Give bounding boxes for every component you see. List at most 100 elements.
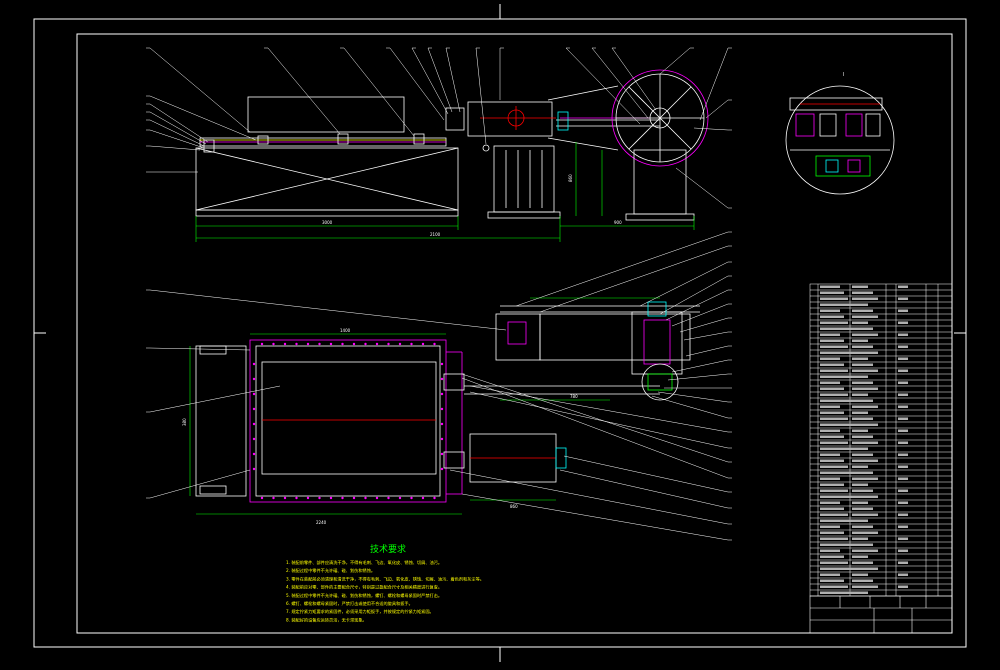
- bom-cell-fill: [898, 381, 908, 384]
- top-dim-1: 1400: [340, 328, 351, 333]
- leader-line: [389, 47, 445, 121]
- bom-cell-fill: [898, 309, 908, 312]
- bolt-mark: [283, 496, 287, 500]
- top-dim-2: 2240: [316, 520, 327, 525]
- top-dim-4: 860: [510, 504, 518, 509]
- tech-note-line: 2. 装配过程中零件不允许磕、碰、划伤和锈蚀。: [286, 567, 375, 574]
- bom-cell-fill: [820, 393, 848, 396]
- bolt-mark: [318, 342, 321, 346]
- front-dim-4: 860: [568, 174, 573, 182]
- leader-line: [657, 391, 729, 403]
- bom-cell-fill: [852, 525, 873, 528]
- bom-cell-fill: [820, 309, 840, 312]
- leader-line: [149, 129, 205, 149]
- bom-cell-fill: [852, 591, 868, 594]
- leader-line: [267, 47, 341, 135]
- bom-cell-fill: [852, 531, 878, 534]
- bom-cell-fill: [852, 411, 868, 414]
- bom-cell-fill: [898, 345, 908, 348]
- front-view: [195, 69, 709, 221]
- bom-cell-fill: [852, 501, 868, 504]
- bom-cell-fill: [820, 459, 844, 462]
- bolt-mark: [440, 362, 444, 366]
- bolt-mark: [352, 496, 356, 500]
- bom-cell-fill: [852, 381, 873, 384]
- bom-cell-fill: [898, 549, 908, 552]
- bom-cell-fill: [898, 429, 908, 432]
- bom-cell-fill: [820, 495, 852, 498]
- bolt-mark: [440, 422, 444, 426]
- bolt-mark: [252, 467, 256, 471]
- bom-cell-fill: [852, 375, 868, 378]
- bom-cell-fill: [852, 441, 878, 444]
- bom-cell-fill: [820, 339, 844, 342]
- leader-line: [411, 47, 449, 115]
- leader-line: [149, 469, 251, 499]
- leader-line: [671, 303, 729, 327]
- bolt-mark: [252, 392, 256, 396]
- bolt-mark: [306, 496, 310, 500]
- bom-cell-fill: [852, 543, 873, 546]
- leader-line: [149, 289, 507, 331]
- bom-cell-fill: [852, 537, 868, 540]
- tech-note-line: 8. 装配好的设备应运转灵活，无卡滞现象。: [286, 616, 367, 623]
- bom-cell-fill: [820, 555, 844, 558]
- bolt-mark: [410, 496, 413, 500]
- tech-note-line: 3. 零件在装配前必须清理和清洗干净，不得有毛刺、飞边、氧化皮、锈蚀、切屑、油污…: [286, 575, 484, 582]
- bom-cell-fill: [898, 333, 908, 336]
- bom-cell-fill: [820, 333, 840, 336]
- leader-line: [693, 127, 729, 131]
- bom-cell-fill: [852, 309, 873, 312]
- bom-cell-fill: [820, 585, 848, 588]
- leader-line: [539, 245, 729, 313]
- bolt-mark: [440, 392, 444, 396]
- bom-cell-fill: [898, 285, 908, 288]
- bolt-mark: [329, 342, 333, 346]
- bom-cell-fill: [820, 351, 852, 354]
- bom-cell-fill: [852, 315, 878, 318]
- leader-line: [679, 317, 729, 333]
- bom-cell-fill: [852, 555, 868, 558]
- tech-note-line: 1. 装配前零件、部件应清洗干净，不得有毛刺、飞边、氧化皮、锈蚀、切屑、油污。: [286, 559, 442, 566]
- bom-cell-fill: [852, 345, 873, 348]
- bom-cell-fill: [898, 525, 908, 528]
- bom-cell-fill: [820, 579, 844, 582]
- bom-cell-fill: [820, 399, 852, 402]
- leader-line: [449, 469, 729, 525]
- bom-cell-fill: [852, 465, 868, 468]
- top-view: [195, 339, 660, 503]
- bom-cell-fill: [898, 321, 908, 324]
- bill-of-materials: [809, 283, 953, 597]
- bom-cell-fill: [820, 483, 844, 486]
- bolt-mark: [433, 496, 436, 500]
- bom-cell-fill: [852, 471, 873, 474]
- bolt-mark: [440, 452, 444, 456]
- leader-line: [591, 47, 649, 119]
- bom-cell-fill: [898, 453, 908, 456]
- leader-line: [475, 47, 487, 145]
- front-dimensions: [195, 142, 695, 242]
- bolt-mark: [252, 377, 256, 381]
- bom-cell-fill: [852, 405, 878, 408]
- leader-line: [149, 119, 205, 147]
- bom-cell-fill: [852, 285, 868, 288]
- bom-cell-fill: [852, 495, 878, 498]
- bom-cell-fill: [820, 405, 840, 408]
- bom-cell-fill: [820, 567, 852, 570]
- tech-note-line: 7. 规定拧紧力矩要求的紧固件，必须采用力矩扳手，并按规定的拧紧力矩紧固。: [286, 608, 434, 615]
- bolt-mark: [440, 467, 444, 471]
- bom-cell-fill: [898, 489, 908, 492]
- bolt-mark: [260, 342, 264, 346]
- bolt-mark: [295, 342, 298, 346]
- bom-cell-fill: [852, 399, 873, 402]
- leader-line: [149, 111, 207, 145]
- leader-line: [427, 47, 453, 113]
- bom-cell-fill: [898, 477, 908, 480]
- bom-cell-fill: [852, 333, 878, 336]
- bom-cell-fill: [852, 393, 868, 396]
- leader-line: [149, 145, 201, 151]
- leader-line: [461, 377, 729, 479]
- leader-line: [671, 359, 729, 373]
- bom-cell-fill: [898, 297, 908, 300]
- bom-cell-fill: [820, 327, 852, 330]
